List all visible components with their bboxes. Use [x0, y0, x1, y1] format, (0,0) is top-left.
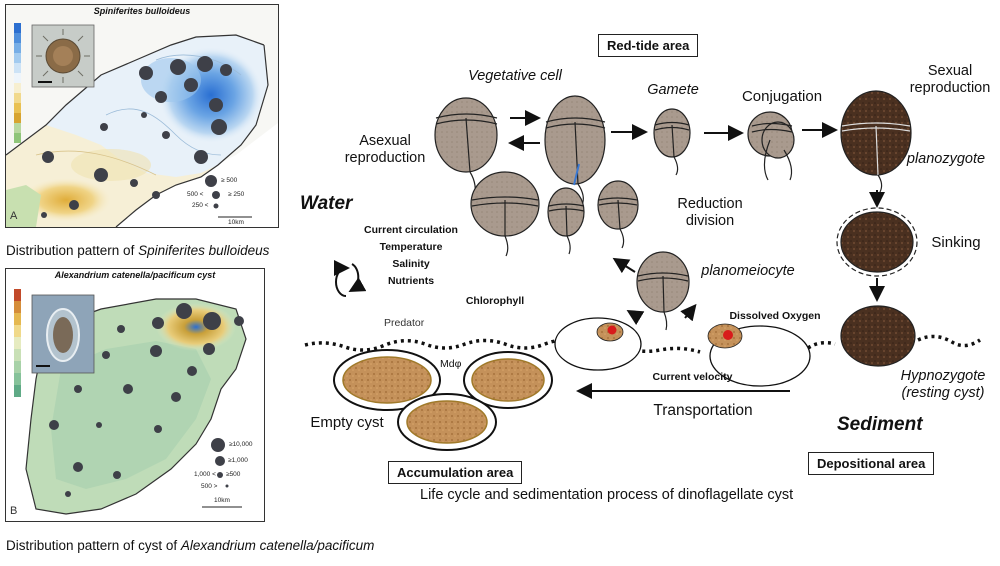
- reduction-cell-1: [470, 171, 540, 257]
- vegetative-cell-center: [544, 95, 606, 206]
- sexual-reproduction-label: Sexual reproduction: [909, 63, 991, 96]
- resuspended-cyst-2: [707, 323, 811, 387]
- map-a-legend-2: ≥ 250: [228, 191, 245, 198]
- map-panel-a: Spiniferites bulloideus: [5, 4, 279, 228]
- hypnozygote-line1: Hypnozygote: [900, 368, 986, 384]
- mdphi-label: Mdφ: [440, 358, 462, 370]
- map-a-caption-species: Spiniferites bulloideus: [138, 243, 270, 258]
- water-label: Water: [300, 193, 353, 214]
- hypnozygote-label: Hypnozygote (resting cyst): [888, 368, 998, 402]
- dissolved-oxygen-label: Dissolved Oxygen: [729, 310, 821, 322]
- factor-nutrients: Nutrients: [387, 275, 435, 287]
- factor-salinity: Salinity: [392, 258, 430, 270]
- accumulation-area-label: Accumulation area: [388, 461, 523, 484]
- conjugation-label: Conjugation: [741, 88, 823, 105]
- map-b-legend-2: ≥1,000: [228, 457, 248, 464]
- sinking-label: Sinking: [931, 234, 981, 251]
- map-b-legend-5: 500 >: [201, 483, 218, 490]
- empty-cyst-2: [463, 351, 553, 409]
- hypnozygote-cyst: [840, 305, 916, 367]
- map-b-title: Alexandrium catenella/pacificum cyst: [54, 270, 216, 280]
- sediment-label: Sediment: [837, 414, 923, 435]
- sediment-boundary: [304, 338, 573, 352]
- map-panel-b: Alexandrium catenella/pacificum cyst: [5, 268, 265, 522]
- map-a-legend-1: ≥ 500: [221, 177, 238, 184]
- map-a-legend-4: 250 <: [192, 202, 209, 209]
- map-b-legend-1: ≥10,000: [229, 441, 253, 448]
- conjugation-cells: [747, 111, 795, 181]
- depositional-area-label: Depositional area: [808, 452, 935, 475]
- predator-label: Predator: [384, 317, 425, 329]
- hypnozygote-line2: (resting cyst): [901, 385, 985, 401]
- map-a-caption: Distribution pattern of Spiniferites bul…: [6, 243, 269, 258]
- transportation-label: Transportation: [653, 402, 753, 419]
- planozygote-label: planozygote: [906, 151, 986, 167]
- planomeiocyte-label: planomeiocyte: [701, 263, 795, 279]
- map-b-letter: B: [10, 505, 18, 517]
- red-tide-area-label: Red-tide area: [598, 34, 699, 57]
- chlorophyll-label: Chlorophyll: [465, 295, 525, 307]
- gamete-label: Gamete: [647, 82, 699, 98]
- gamete-cell: [653, 108, 691, 176]
- sexual-reproduction-zygote: [840, 90, 912, 193]
- factor-temperature: Temperature: [379, 241, 443, 253]
- reduction-cell-3: [597, 180, 639, 249]
- map-a-graphic: [6, 23, 278, 227]
- map-a-letter: A: [10, 210, 18, 222]
- map-a-title: Spiniferites bulloideus: [93, 6, 191, 16]
- vegetative-cell-label: Vegetative cell: [468, 68, 562, 84]
- empty-cyst-label: Empty cyst: [310, 414, 384, 431]
- map-b-graphic: [14, 289, 247, 515]
- factor-current-circulation: Current circulation: [364, 224, 458, 236]
- diagram-caption: Life cycle and sedimentation process of …: [420, 487, 794, 503]
- reduction-division-label: Reduction division: [677, 196, 743, 229]
- map-b-legend-3: 1,000 <: [194, 471, 216, 478]
- map-a-scale-label: 10km: [228, 219, 244, 226]
- map-b-legend-4: ≥500: [226, 471, 241, 478]
- map-a-caption-prefix: Distribution pattern of: [6, 243, 139, 258]
- map-b-caption-prefix: Distribution pattern of cyst of: [6, 538, 181, 553]
- map-b-caption-species: Alexandrium catenella/pacificum: [180, 538, 375, 553]
- vegetative-cell-left: [434, 97, 498, 201]
- asexual-reproduction-label: Asexual reproduction: [344, 133, 426, 166]
- resuspended-cyst-1: [554, 317, 642, 371]
- empty-cyst-1: [333, 349, 441, 411]
- sinking-zygote: [836, 207, 918, 277]
- reduction-cell-2: [547, 187, 585, 255]
- map-b-scale-label: 10km: [214, 497, 230, 504]
- planomeiocyte-cell: [636, 251, 690, 331]
- empty-cyst-3: [397, 393, 497, 451]
- current-velocity-label: Current velocity: [652, 371, 733, 383]
- map-a-legend-3: 500 <: [187, 191, 204, 198]
- circulation-icon: [333, 260, 367, 297]
- map-b-caption: Distribution pattern of cyst of Alexandr…: [6, 538, 374, 553]
